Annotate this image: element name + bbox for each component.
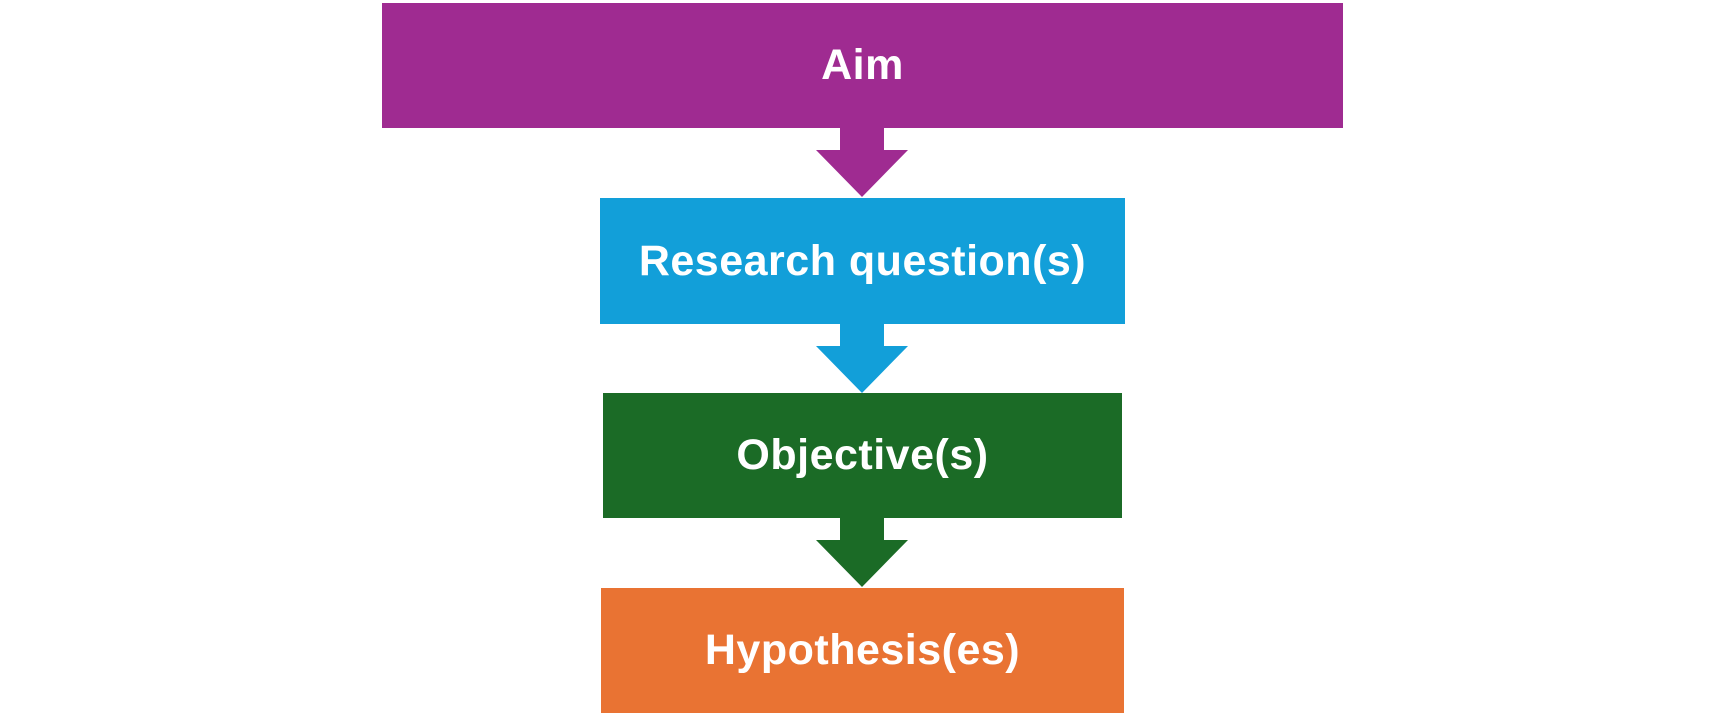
arrow-aim-to-research-questions [816,128,908,197]
research-questions-box: Research question(s) [600,198,1125,324]
hypotheses-box: Hypothesis(es) [601,588,1124,713]
arrow-objectives-to-hypotheses [816,518,908,587]
aim-label: Aim [821,41,904,89]
arrow-research-questions-to-objectives [816,324,908,393]
aim-box: Aim [382,3,1343,128]
objectives-box: Objective(s) [603,393,1122,518]
hypotheses-label: Hypothesis(es) [704,626,1021,674]
research-questions-label: Research question(s) [638,236,1087,285]
objectives-label: Objective(s) [736,431,989,479]
